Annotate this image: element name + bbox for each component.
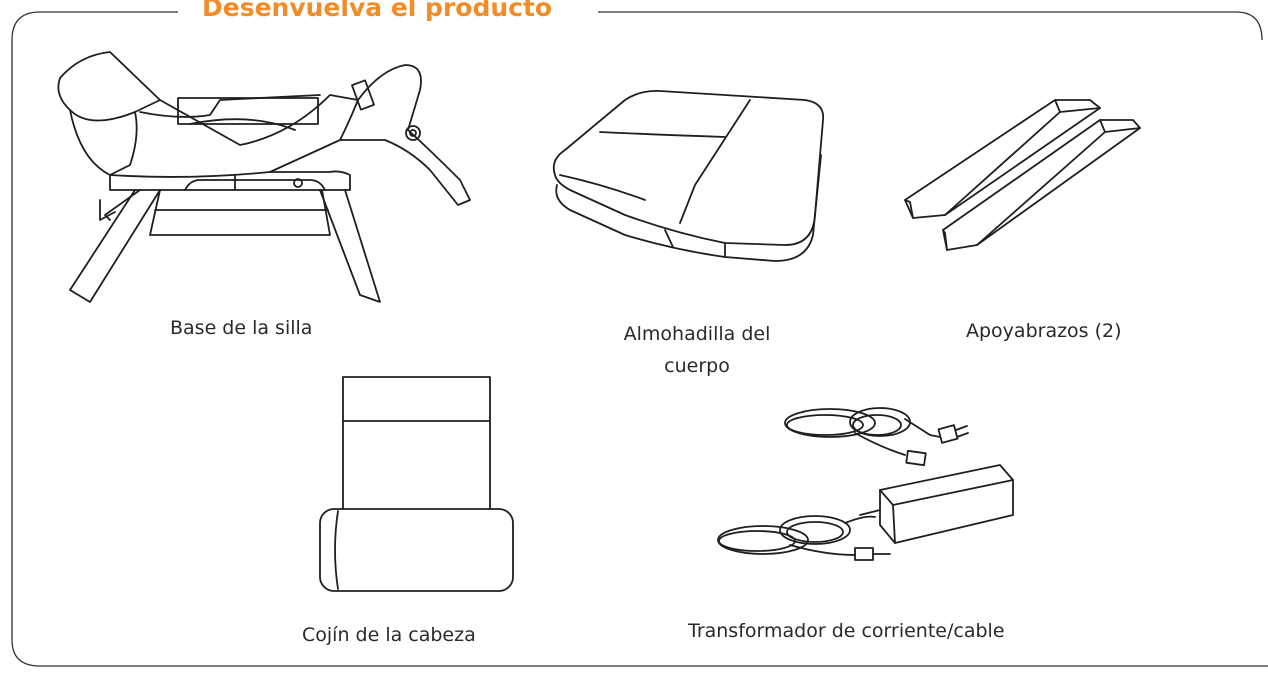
chair-base-icon	[40, 40, 480, 310]
armrests-icon	[895, 90, 1150, 270]
body-pad-icon	[545, 75, 835, 275]
caption-armrests: Apoyabrazos (2)	[966, 320, 1122, 342]
caption-power-adapter: Transformador de corriente/cable	[688, 620, 1005, 642]
power-adapter-icon	[705, 395, 1035, 575]
caption-chair-base: Base de la silla	[170, 317, 313, 339]
head-cushion-icon	[318, 375, 518, 595]
section-title: Desenvuelva el producto	[188, 0, 567, 25]
caption-head-cushion: Cojín de la cabeza	[302, 624, 476, 646]
caption-body-pad: Almohadilla del cuerpo	[623, 323, 771, 377]
